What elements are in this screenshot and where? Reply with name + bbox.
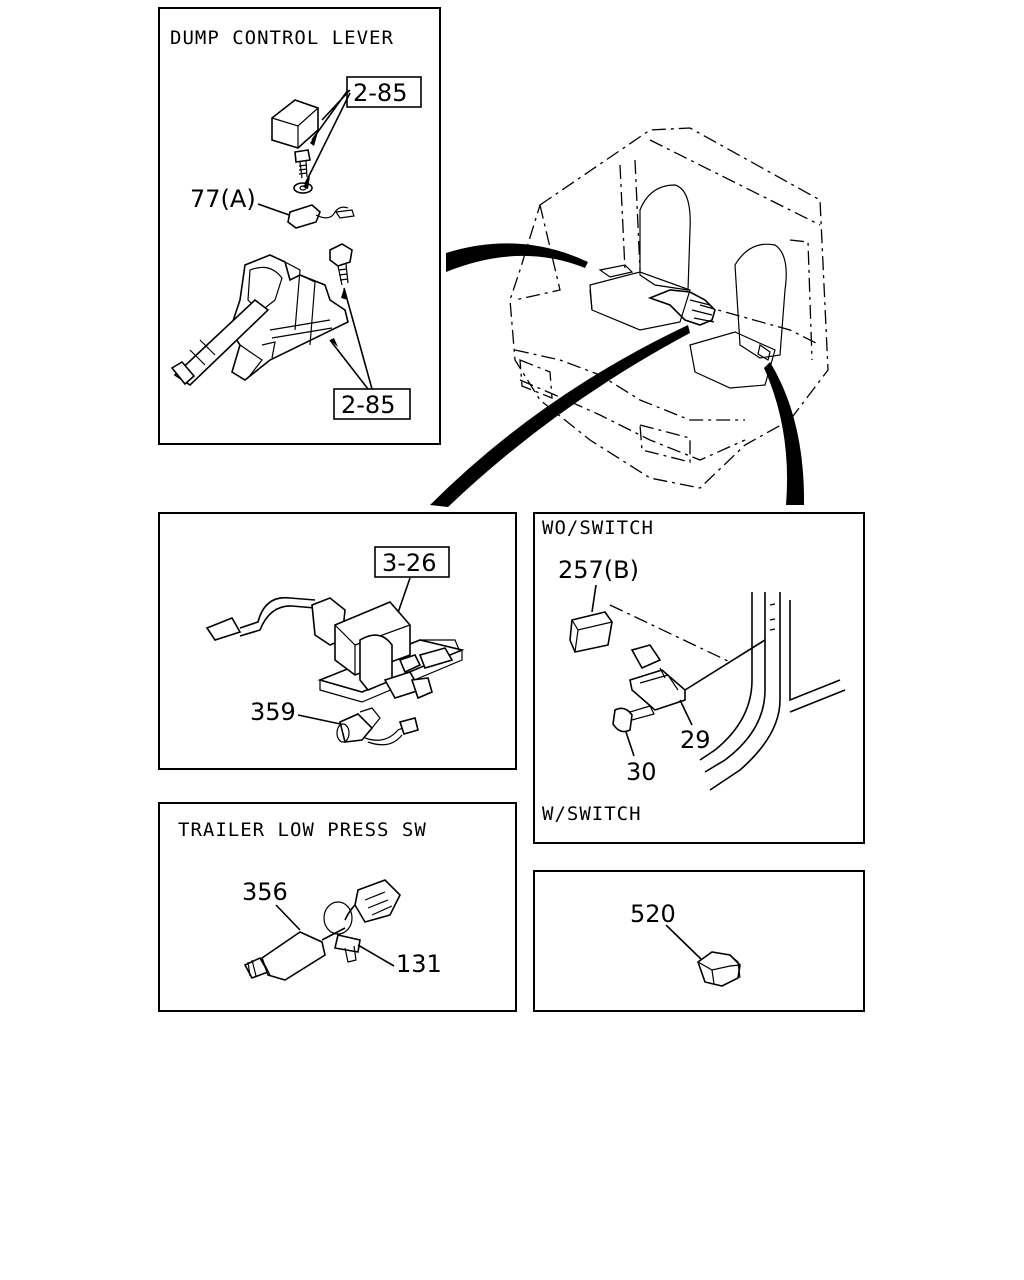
ref-bottom-label: 2-85 xyxy=(341,391,395,419)
sensor-359 xyxy=(339,713,374,743)
callout-520: 520 xyxy=(630,900,676,928)
panel-title: DUMP CONTROL LEVER xyxy=(170,27,394,49)
sensor-356 xyxy=(261,931,326,981)
knob-part xyxy=(271,99,319,149)
panel-valve: 3-26 359 xyxy=(158,512,517,770)
callout-77: 77(A) xyxy=(190,185,256,213)
switch-blank-257 xyxy=(569,611,613,653)
callout-359: 359 xyxy=(250,698,296,726)
panel-frame xyxy=(158,512,517,770)
screw-30 xyxy=(612,707,633,733)
title-wo-switch: WO/SWITCH xyxy=(542,517,654,539)
callout-30: 30 xyxy=(626,758,657,786)
panel-plug: 520 xyxy=(533,870,865,1012)
panel-frame xyxy=(533,870,865,1012)
panel-title: TRAILER LOW PRESS SW xyxy=(178,819,427,841)
panel-frame xyxy=(158,7,441,445)
connector-356 xyxy=(354,879,401,923)
title-w-switch: W/SWITCH xyxy=(542,803,642,825)
panel-dump-control-lever: DUMP CONTROL LEVER 2-85 77(A) xyxy=(158,7,441,445)
valve-handle xyxy=(205,616,242,641)
clip-131 xyxy=(334,934,361,953)
callout-356: 356 xyxy=(242,878,288,906)
panel-trailer-low-press-sw: TRAILER LOW PRESS SW 356 131 xyxy=(158,802,517,1012)
ref-box-valve[interactable] xyxy=(374,546,450,578)
panel-switch: WO/SWITCH W/SWITCH 257(B) 29 30 xyxy=(533,512,865,844)
callout-131: 131 xyxy=(396,950,442,978)
ref-top-label: 2-85 xyxy=(353,79,407,107)
panel-frame xyxy=(533,512,865,844)
ref-valve-label: 3-26 xyxy=(382,549,436,577)
switch-part-77 xyxy=(287,204,321,229)
callout-29: 29 xyxy=(680,726,711,754)
panel-frame xyxy=(158,802,517,1012)
switch-29 xyxy=(629,669,686,711)
callout-257: 257(B) xyxy=(558,556,639,584)
cab-overview xyxy=(430,127,829,507)
